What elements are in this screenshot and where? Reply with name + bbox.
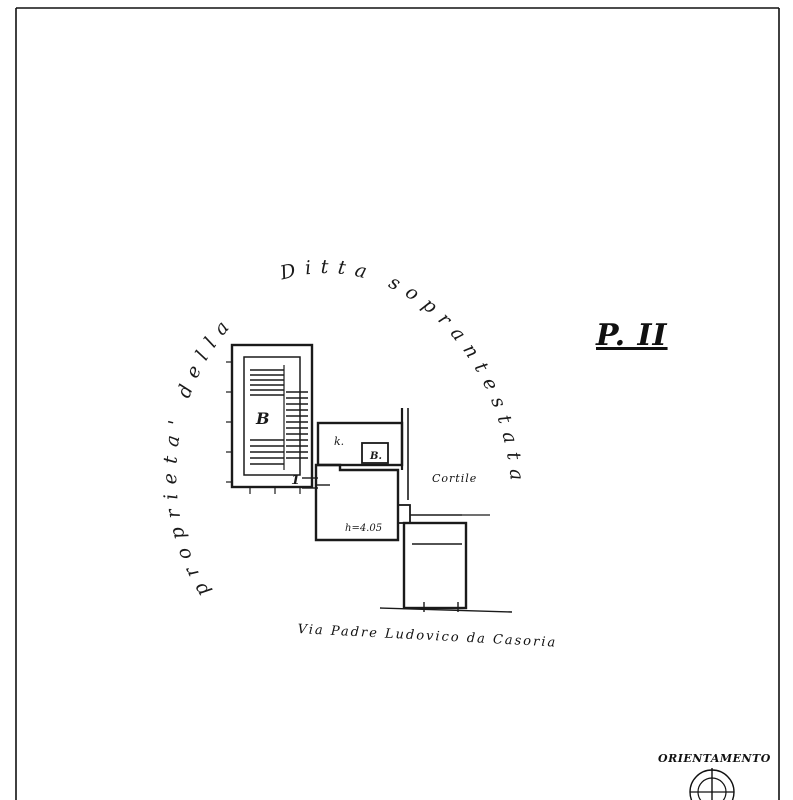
- room-k: [316, 421, 404, 467]
- compass-icon: [689, 768, 735, 800]
- stair-steps: [250, 365, 308, 470]
- room-b-label: B.: [369, 451, 382, 462]
- room-b: [361, 442, 389, 464]
- floor-label: P. II: [596, 318, 668, 353]
- wall-ticks: [226, 361, 301, 494]
- stair-block: [230, 343, 314, 489]
- room-k-label: k.: [334, 435, 344, 448]
- street-line: [379, 607, 513, 613]
- sheet-border: [15, 7, 780, 800]
- height-label: h=4.05: [345, 523, 382, 534]
- main-room: [314, 463, 400, 542]
- entrance-number: 1: [291, 473, 300, 488]
- floor-plan: [226, 343, 513, 613]
- orientation-label: ORIENTAMENTO: [658, 752, 771, 765]
- arc-text-left: proprieta' della: [159, 310, 239, 601]
- lower-room: [402, 521, 468, 610]
- stair-label: B: [255, 409, 270, 428]
- courtyard-label: Cortile: [432, 472, 478, 485]
